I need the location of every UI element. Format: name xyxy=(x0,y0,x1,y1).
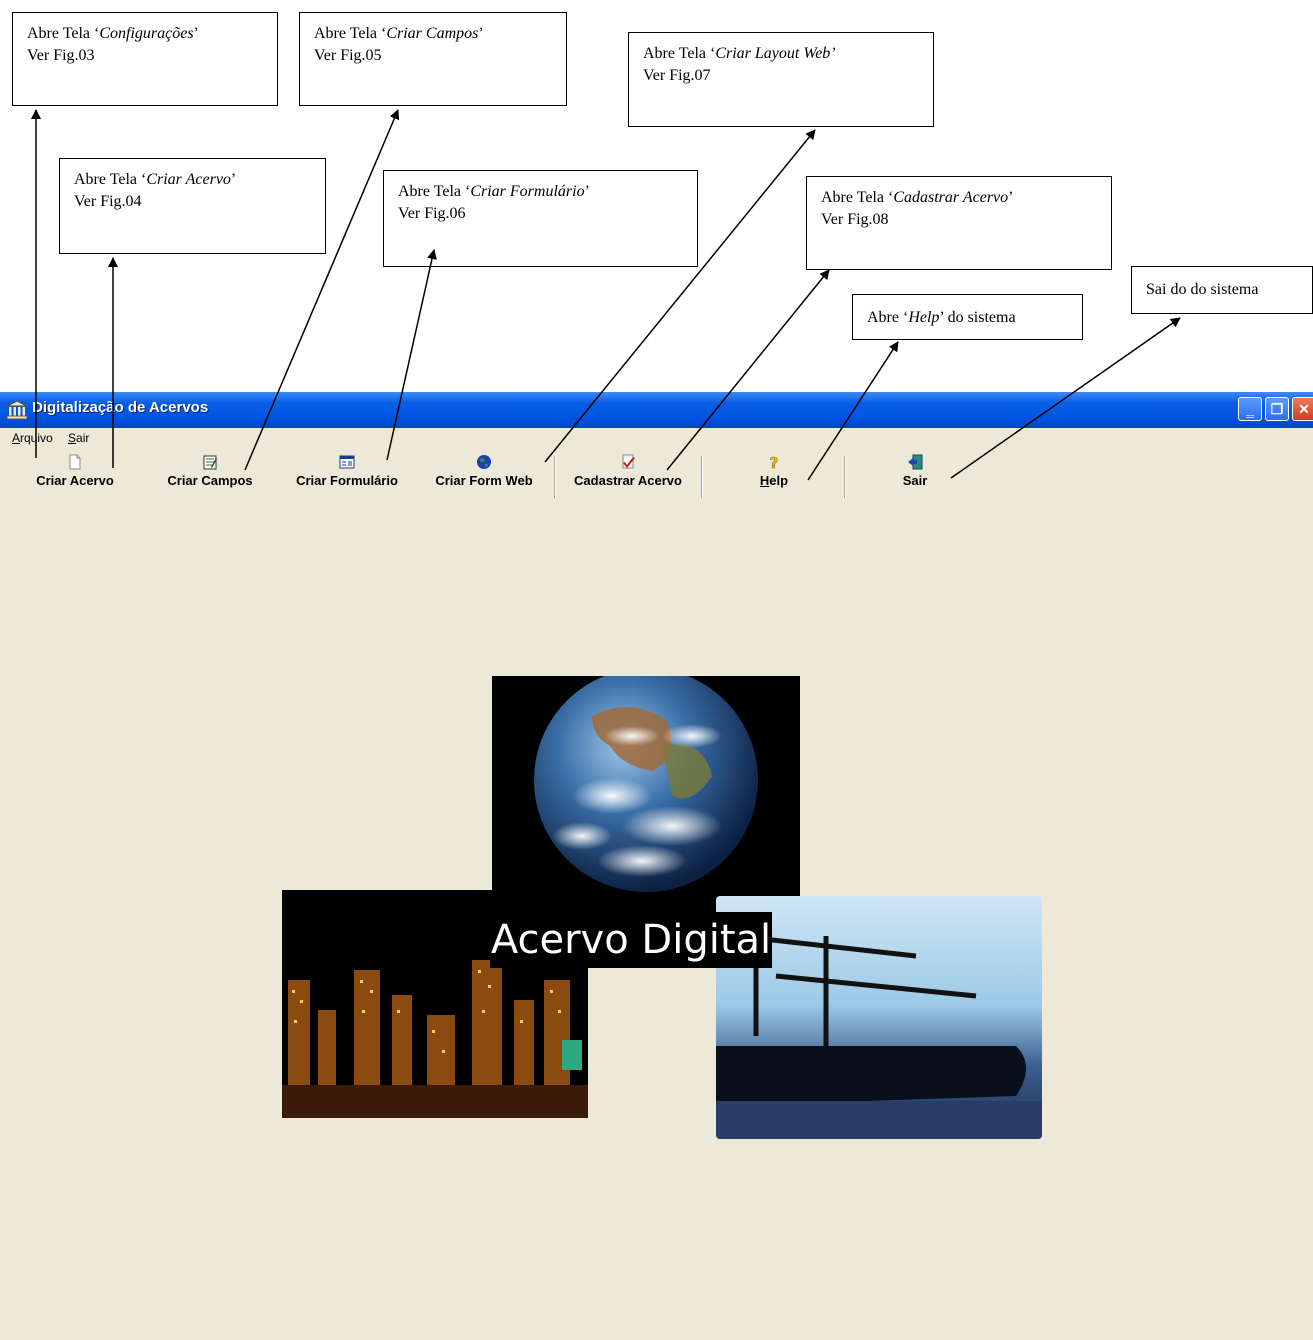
window-title: Digitalização de Acervos xyxy=(32,399,209,416)
toolbar-separator xyxy=(844,456,846,498)
splash-title: Acervo Digital xyxy=(490,912,772,968)
sair-button[interactable]: Sair xyxy=(890,454,940,500)
cadastrar-acervo-button[interactable]: Cadastrar Acervo xyxy=(560,454,696,500)
criar-acervo-button[interactable]: Criar Acervo xyxy=(22,454,128,500)
museum-icon xyxy=(6,400,28,420)
close-button[interactable]: ✕ xyxy=(1292,397,1313,421)
criar-formulario-button[interactable]: Criar Formulário xyxy=(284,454,410,500)
minimize-button[interactable]: ‗ xyxy=(1238,397,1262,421)
annotation-criar-formulario: Abre Tela ‘Criar Formulário’ Ver Fig.06 xyxy=(383,170,698,267)
annotation-help: Abre ‘Help’ do sistema xyxy=(852,294,1083,340)
menu-bar: Arquivo Sair xyxy=(0,428,1313,448)
globe-icon xyxy=(477,455,491,469)
annotation-cadastrar-acervo: Abre Tela ‘Cadastrar Acervo’ Ver Fig.08 xyxy=(806,176,1112,270)
annotation-sair: Sai do do sistema xyxy=(1131,266,1313,314)
criar-form-web-button[interactable]: Criar Form Web xyxy=(422,454,546,500)
menu-arquivo[interactable]: Arquivo xyxy=(12,431,53,445)
restore-button[interactable]: ❐ xyxy=(1265,397,1289,421)
annotation-criar-layout-web: Abre Tela ‘Criar Layout Web’ Ver Fig.07 xyxy=(628,32,934,127)
edit-fields-icon xyxy=(203,455,217,470)
toolbar-separator xyxy=(554,456,556,498)
close-icon: ✕ xyxy=(1298,400,1310,417)
app-window: Digitalização de Acervos ‗ ❐ ✕ Arquivo S… xyxy=(0,392,1313,1340)
restore-icon: ❐ xyxy=(1270,400,1284,417)
exit-door-icon xyxy=(908,454,923,470)
toolbar-separator xyxy=(701,456,703,498)
port-graphic xyxy=(716,916,1042,1139)
checkmark-document-icon xyxy=(622,454,635,469)
help-question-icon: ? xyxy=(769,454,779,470)
toolbar: Criar Acervo Criar Campos Criar Formulár… xyxy=(0,450,1313,504)
title-bar[interactable]: Digitalização de Acervos ‗ ❐ ✕ xyxy=(0,392,1313,428)
form-icon xyxy=(339,455,355,469)
new-document-icon xyxy=(69,454,81,470)
annotation-configuracoes: Abre Tela ‘Configurações’ Ver Fig.03 xyxy=(12,12,278,106)
help-button[interactable]: ? Help xyxy=(759,454,789,488)
svg-text:?: ? xyxy=(770,454,779,470)
criar-campos-button[interactable]: Criar Campos xyxy=(156,454,264,500)
menu-sair[interactable]: Sair xyxy=(68,431,90,445)
minimize-icon: ‗ xyxy=(1246,401,1254,417)
annotation-criar-campos: Abre Tela ‘Criar Campos’ Ver Fig.05 xyxy=(299,12,567,106)
earth-graphic xyxy=(534,676,758,892)
annotation-criar-acervo: Abre Tela ‘Criar Acervo’ Ver Fig.04 xyxy=(59,158,326,254)
